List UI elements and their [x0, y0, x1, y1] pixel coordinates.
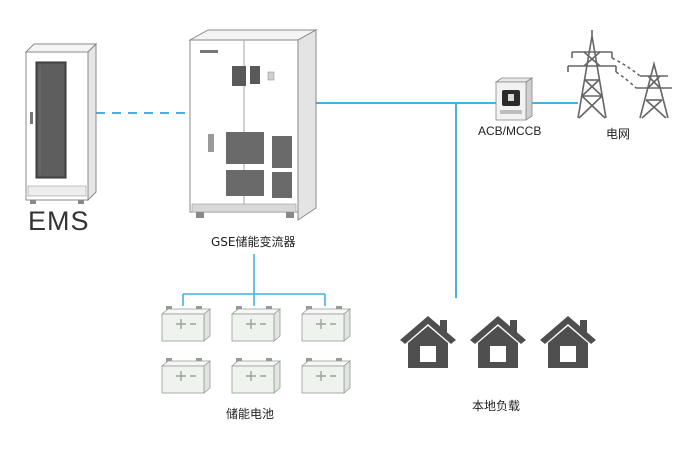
gse-converter-cabinet-icon — [188, 29, 318, 221]
battery-icon — [230, 306, 282, 342]
grid-label: 电网 — [606, 127, 631, 141]
load-label: 本地负载 — [472, 399, 521, 413]
ems-cabinet-icon — [24, 42, 98, 204]
gse-label: GSE储能变流器 — [211, 235, 296, 249]
house-icon — [540, 316, 596, 368]
battery-icon — [300, 358, 352, 394]
dc-battery-bus — [182, 254, 326, 306]
house-icon — [400, 316, 456, 368]
breaker-label: ACB/MCCB — [478, 124, 542, 138]
battery-label: 储能电池 — [226, 407, 275, 421]
transmission-tower-icon — [567, 30, 672, 119]
battery-icon — [160, 358, 212, 394]
battery-icon — [160, 306, 212, 342]
battery-icon — [230, 358, 282, 394]
battery-icon — [300, 306, 352, 342]
house-icon — [470, 316, 526, 368]
ems-label: EMS — [28, 206, 90, 236]
circuit-breaker-icon — [494, 77, 534, 121]
